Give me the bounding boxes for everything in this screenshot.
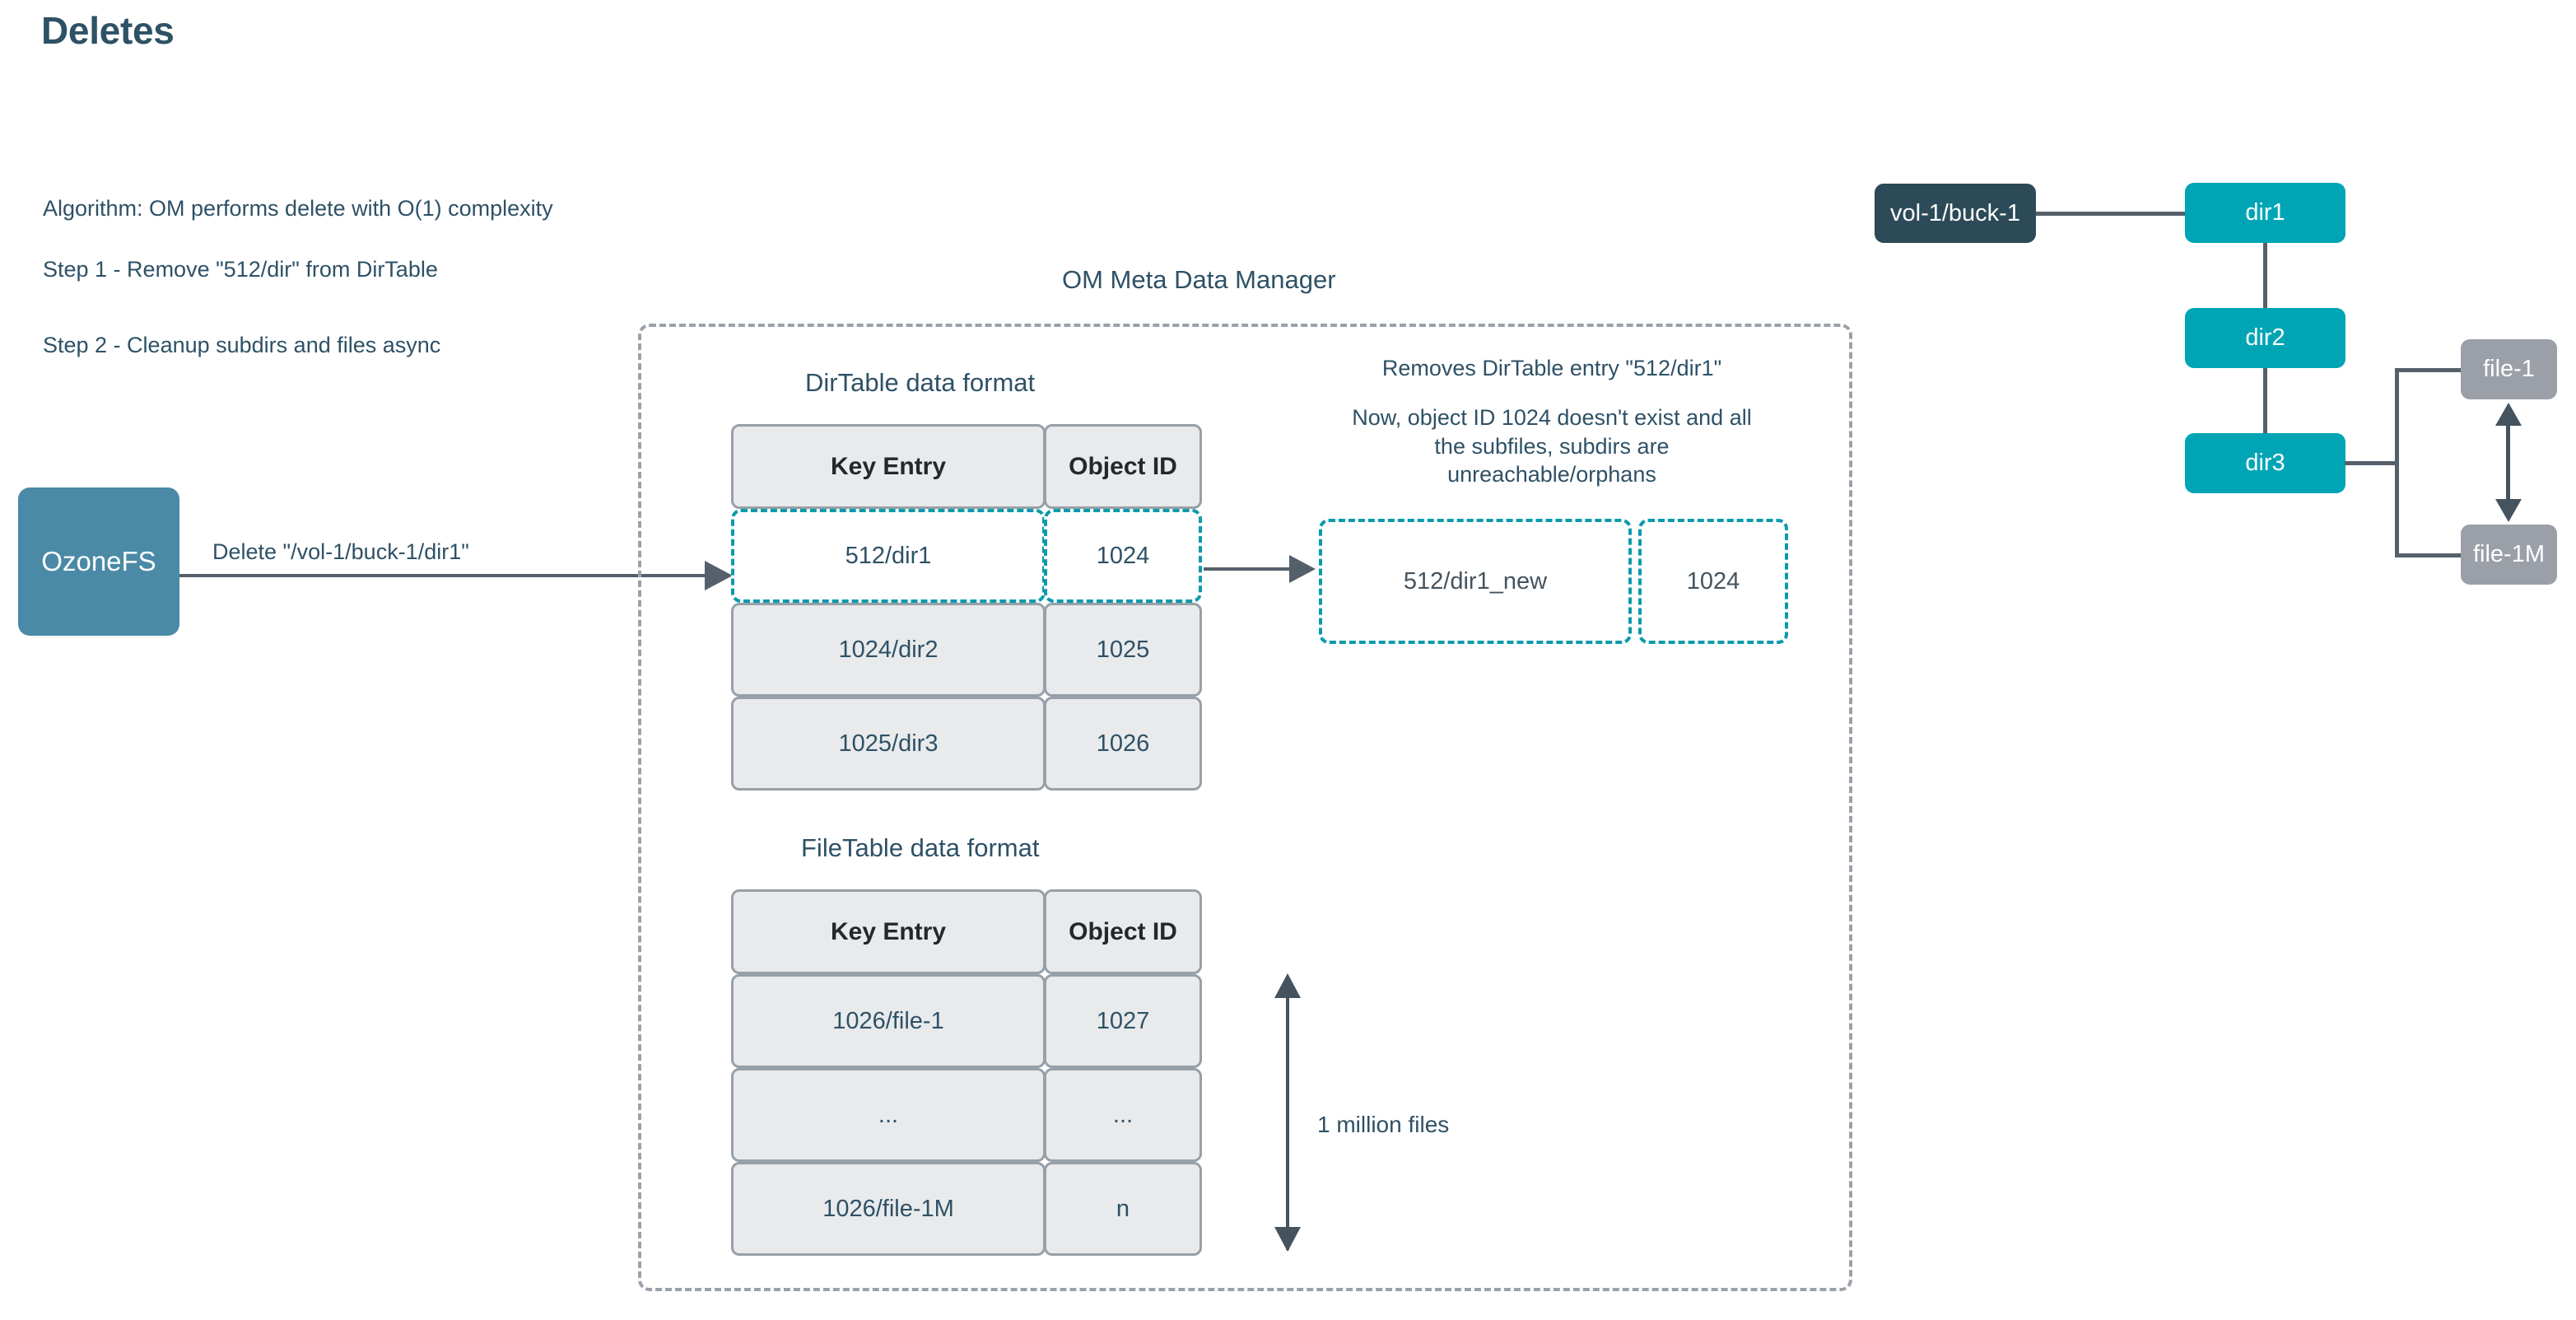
om-manager-title: OM Meta Data Manager bbox=[1062, 265, 1336, 294]
ozonefs-node: OzoneFS bbox=[18, 487, 179, 636]
delete-arrow-head-icon bbox=[705, 561, 733, 590]
note-step-1: Step 1 - Remove "512/dir" from DirTable bbox=[43, 257, 438, 282]
dirtable-title: DirTable data format bbox=[805, 368, 1036, 397]
tree-branch-spine bbox=[2395, 368, 2399, 557]
tree-edge-branch-file1m bbox=[2395, 553, 2462, 557]
tree-edge-branch-file1 bbox=[2395, 368, 2462, 372]
filetable-row-key-1[interactable]: ... bbox=[731, 1068, 1046, 1162]
filetable-row-objectid-1[interactable]: ... bbox=[1044, 1068, 1202, 1162]
filetable-row-key-2[interactable]: 1026/file-1M bbox=[731, 1162, 1046, 1256]
note-step-2: Step 2 - Cleanup subdirs and files async bbox=[43, 333, 441, 357]
file-range-arrow-stem-upper bbox=[2506, 422, 2510, 478]
filetable-row-objectid-0[interactable]: 1027 bbox=[1044, 974, 1202, 1068]
tree-edge-dir2-dir3 bbox=[2263, 366, 2267, 435]
file-range-arrow-up-icon bbox=[2495, 403, 2522, 426]
tree-edge-dir1-dir2 bbox=[2263, 242, 2267, 310]
filetable-title: FileTable data format bbox=[801, 833, 1040, 862]
result-arrow-line bbox=[1204, 567, 1294, 571]
filetable-header-object-id: Object ID bbox=[1044, 889, 1202, 974]
note-algorithm: Algorithm: OM performs delete with O(1) … bbox=[43, 196, 553, 221]
file-range-arrow-down-icon bbox=[2495, 499, 2522, 522]
tree-node-dir2: dir2 bbox=[2185, 308, 2345, 368]
filetable-row-key-0[interactable]: 1026/file-1 bbox=[731, 974, 1046, 1068]
result-row-key: 512/dir1_new bbox=[1319, 519, 1632, 644]
page-title: Deletes bbox=[41, 9, 175, 52]
delete-operation-label: Delete "/vol-1/buck-1/dir1" bbox=[212, 539, 469, 564]
removes-entry-caption: Removes DirTable entry "512/dir1" bbox=[1381, 356, 1722, 380]
tree-edge-bucket-dir1 bbox=[2035, 212, 2188, 216]
dirtable-row-objectid-2[interactable]: 1026 bbox=[1044, 697, 1202, 791]
dirtable-row-key-2[interactable]: 1025/dir3 bbox=[731, 697, 1046, 791]
measure-arrow-line bbox=[1286, 987, 1289, 1250]
dirtable-header-object-id: Object ID bbox=[1044, 424, 1202, 509]
tree-edge-dir3-branch bbox=[2345, 461, 2398, 465]
measure-arrow-down-icon bbox=[1274, 1227, 1301, 1252]
result-arrow-head-icon bbox=[1289, 555, 1316, 583]
tree-node-bucket: vol-1/buck-1 bbox=[1875, 184, 2036, 243]
dirtable-row-objectid-0[interactable]: 1024 bbox=[1044, 509, 1202, 603]
om-manager-container bbox=[638, 324, 1852, 1291]
dirtable-row-key-1[interactable]: 1024/dir2 bbox=[731, 603, 1046, 697]
delete-arrow-line bbox=[179, 574, 708, 577]
tree-node-file-1m: file-1M bbox=[2461, 525, 2557, 585]
orphan-explanation-caption: Now, object ID 1024 doesn't exist and al… bbox=[1352, 405, 1752, 487]
dirtable-row-key-0[interactable]: 512/dir1 bbox=[731, 509, 1046, 603]
tree-node-dir1: dir1 bbox=[2185, 183, 2345, 243]
dirtable-row-objectid-1[interactable]: 1025 bbox=[1044, 603, 1202, 697]
filetable-header-key-entry: Key Entry bbox=[731, 889, 1046, 974]
tree-node-file-1: file-1 bbox=[2461, 339, 2557, 399]
tree-node-dir3: dir3 bbox=[2185, 433, 2345, 493]
file-range-arrow-stem-lower bbox=[2506, 462, 2510, 511]
dirtable-header-key-entry: Key Entry bbox=[731, 424, 1046, 509]
result-row-objectid: 1024 bbox=[1638, 519, 1788, 644]
filetable-row-objectid-2[interactable]: n bbox=[1044, 1162, 1202, 1256]
measure-label: 1 million files bbox=[1317, 1112, 1450, 1137]
